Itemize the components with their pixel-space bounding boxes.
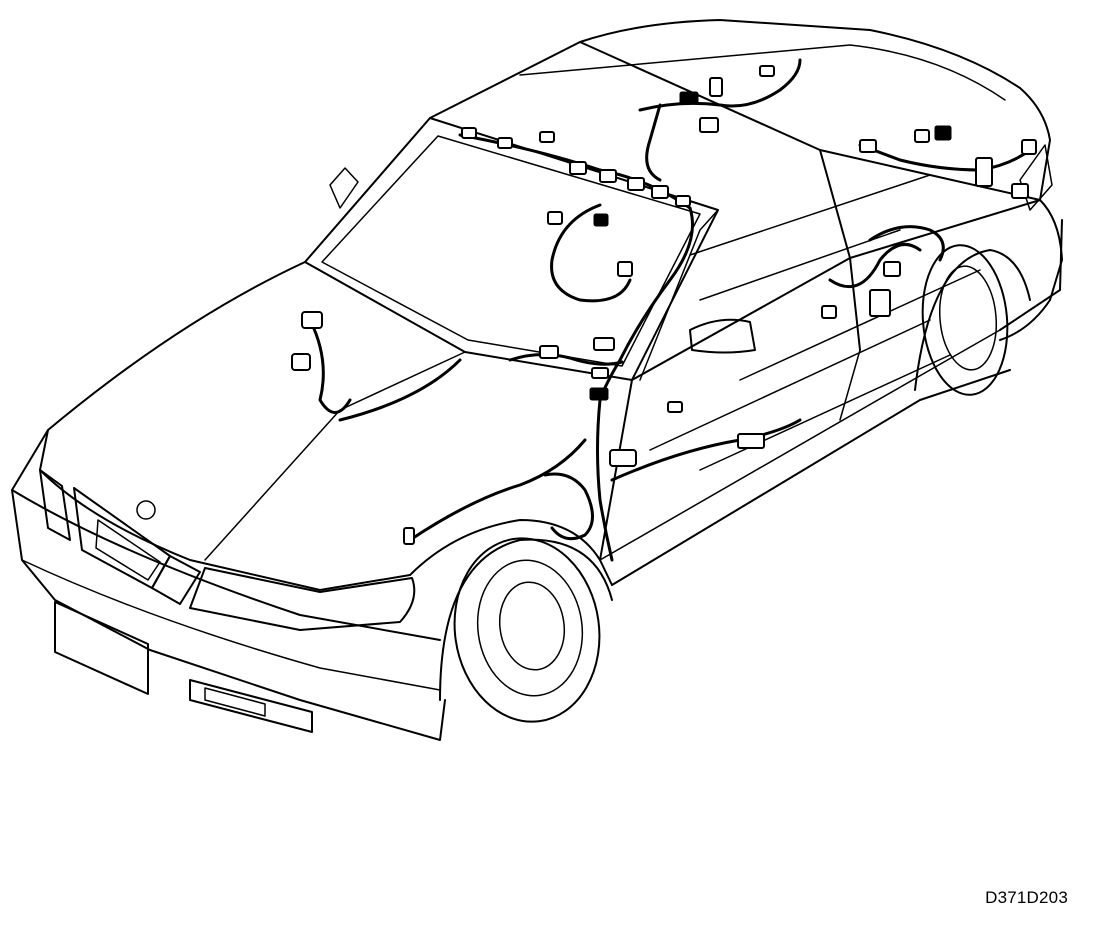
front-fascia <box>11 429 446 741</box>
front-wheel-arch <box>439 538 613 701</box>
roof-panel-line <box>519 44 1006 101</box>
connector-dash-2 <box>593 213 609 227</box>
front-wheel-hub <box>498 581 566 671</box>
license-plate <box>54 601 149 695</box>
connector-seat-1 <box>869 289 891 317</box>
connector-roof-2 <box>497 137 513 149</box>
fog-light <box>189 679 313 733</box>
connector-dash-1 <box>547 211 563 225</box>
connector-floor-2 <box>737 433 765 449</box>
connector-dash-7 <box>589 387 609 401</box>
connector-roof-4 <box>569 161 587 175</box>
side-mirror <box>689 318 756 354</box>
side-sill-lower <box>599 329 1001 561</box>
connector-wheel-1 <box>609 449 637 467</box>
harness-roof-center <box>645 103 662 182</box>
connector-door-3 <box>934 125 952 141</box>
door-rear-edge <box>839 349 861 421</box>
front-wheel-rim <box>476 559 584 697</box>
connector-engine-1 <box>403 527 415 545</box>
side-sill <box>611 369 1011 586</box>
harness-dash-loop <box>550 203 632 303</box>
connector-door-2 <box>914 129 930 143</box>
connector-roof-6 <box>627 177 645 191</box>
b-pillar <box>819 149 861 351</box>
hood-outline <box>39 261 411 591</box>
rear-wheel-arch <box>914 249 1031 391</box>
harness-engine-bay <box>408 438 587 542</box>
connector-roof-console-4 <box>759 65 775 77</box>
taillight <box>1019 144 1053 211</box>
connector-rear-2 <box>1011 183 1029 199</box>
figure-code: D371D203 <box>985 888 1068 907</box>
connector-headlight-2 <box>291 353 311 371</box>
harness-rear-area <box>868 225 945 262</box>
connector-roof-7 <box>651 185 669 199</box>
grille-emblem-wing <box>151 555 201 605</box>
front-fender <box>409 519 613 586</box>
front-bumper-lower <box>21 559 441 691</box>
harness-a-pillar-down <box>596 398 614 562</box>
front-bumper-top <box>11 489 441 641</box>
connector-dash-4 <box>539 345 559 359</box>
connector-roof-console-2 <box>699 117 719 133</box>
harness-wheel-loop <box>543 472 594 541</box>
connector-rear-1 <box>975 157 993 187</box>
left-headlight <box>39 469 71 541</box>
harness-headlight-left <box>308 318 352 414</box>
grille <box>73 487 171 589</box>
rear-wheel-rim <box>938 265 998 371</box>
connector-roof-3 <box>539 131 555 143</box>
dashboard-line <box>699 229 901 301</box>
floor-line-back <box>689 174 931 256</box>
connector-headlight-1 <box>301 311 323 329</box>
roof-rear-edge <box>579 41 1041 201</box>
connector-roof-1 <box>461 127 477 139</box>
hood-emblem <box>136 500 156 520</box>
rear-quarter <box>999 199 1063 341</box>
connector-roof-console-3 <box>709 77 723 97</box>
harness-dash-lower <box>508 353 624 366</box>
connector-rear-3 <box>1021 139 1037 155</box>
connector-roof-console-1 <box>679 91 699 105</box>
connectors <box>291 65 1037 545</box>
harness-floor <box>610 418 802 482</box>
harness-windshield-pillar <box>598 206 694 402</box>
car-body-outline <box>11 19 1063 741</box>
connector-seat-2 <box>883 261 901 277</box>
front-door-line <box>639 209 719 381</box>
front-wheel-outer <box>453 537 601 723</box>
harness-hood-front <box>338 358 462 422</box>
right-headlight <box>189 567 416 631</box>
harness-door <box>828 242 922 289</box>
connector-side-1 <box>821 305 837 319</box>
windshield-inner <box>321 135 701 367</box>
rear-seat-line <box>739 269 981 381</box>
roof-outline <box>429 19 1051 201</box>
fog-light-inner <box>204 687 266 717</box>
connector-dash-3 <box>617 261 633 277</box>
harness-roof-console <box>638 58 802 112</box>
rear-wheel-outer <box>921 244 1009 396</box>
connector-floor-1 <box>667 401 683 413</box>
rear-bumper <box>999 219 1063 331</box>
connector-door-1 <box>859 139 877 153</box>
connector-roof-8 <box>675 195 691 207</box>
harness-rear-roof <box>858 143 1032 172</box>
floor-line-front <box>649 319 931 451</box>
connector-roof-5 <box>599 169 617 183</box>
grille-inner <box>95 519 161 581</box>
connector-dash-5 <box>593 337 615 351</box>
floor-line-mid <box>699 354 951 471</box>
left-side-mirror <box>329 167 359 209</box>
connector-dash-6 <box>591 367 609 379</box>
